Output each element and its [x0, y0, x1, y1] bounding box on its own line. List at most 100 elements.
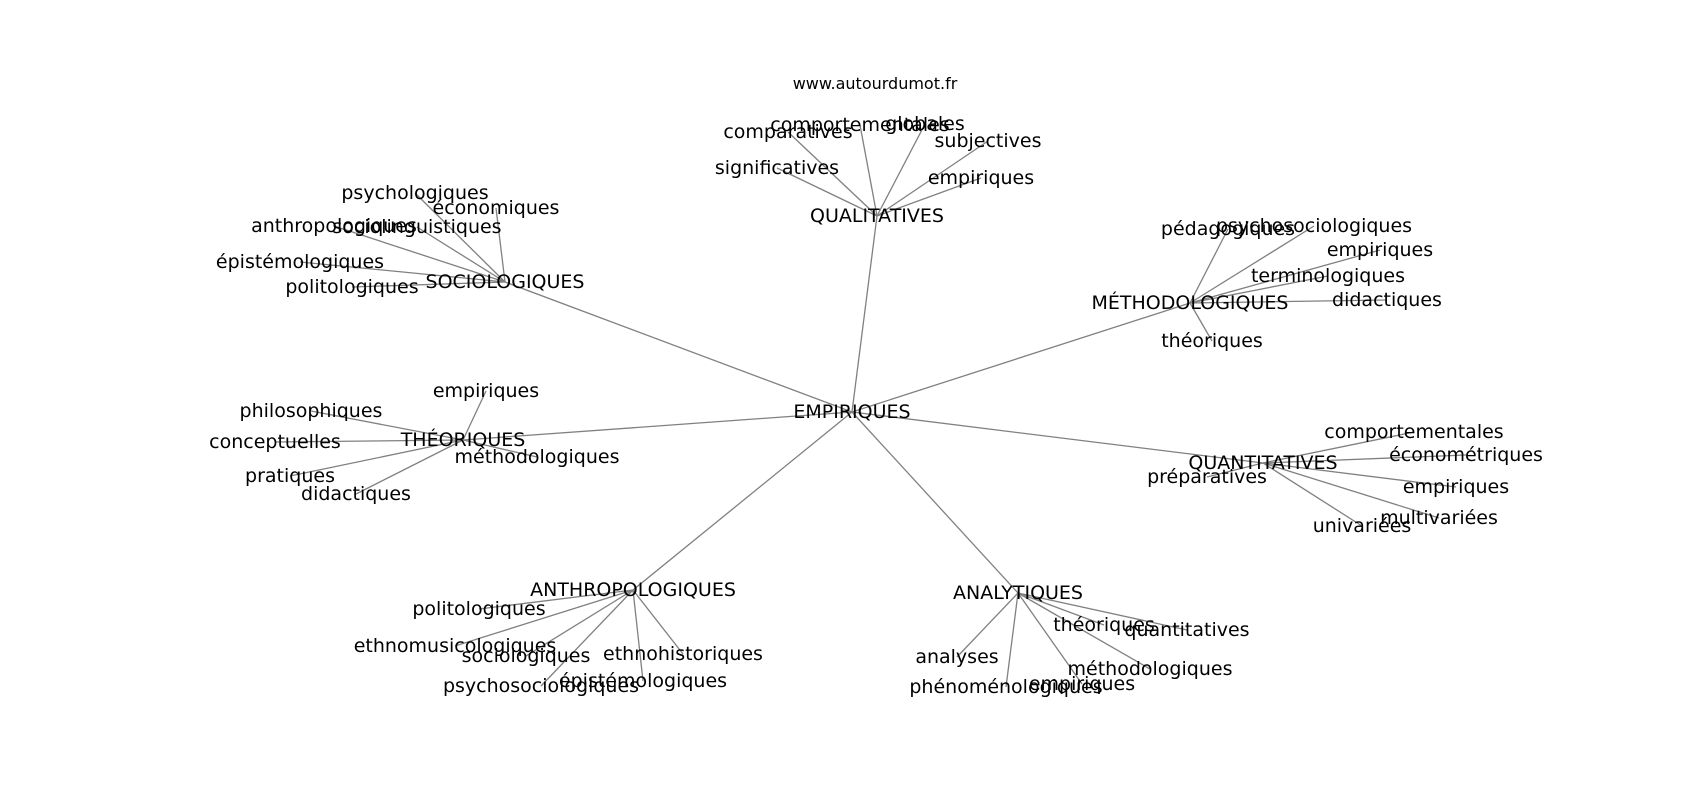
- edge-hub-to-leaf: [540, 589, 634, 687]
- leaf-node-label: économétriques: [1389, 444, 1543, 466]
- edge-hub-to-leaf: [333, 225, 506, 283]
- leaf-node-label: psychosociologiques: [443, 675, 639, 697]
- edge-hub-to-leaf: [632, 589, 684, 655]
- hub-node-label: MÉTHODOLOGIQUES: [1092, 291, 1289, 314]
- edge-hub-to-leaf: [859, 124, 878, 217]
- leaf-node-label: méthodologiques: [1068, 658, 1233, 680]
- edge-hub-to-leaf: [1189, 228, 1229, 304]
- hub-node-label: SOCIOLOGIQUES: [426, 271, 585, 293]
- edge-hub-to-leaf: [876, 177, 982, 217]
- watermark: www.autourdumot.fr: [792, 74, 958, 93]
- edge-hub-to-leaf: [355, 439, 464, 495]
- leaf-node-label: terminologiques: [1251, 265, 1405, 287]
- leaf-node-label: comparatives: [723, 121, 852, 143]
- edge-hub-to-leaf: [310, 410, 464, 441]
- leaf-node-label: sociolinguistiques: [332, 216, 501, 238]
- leaf-node-label: conceptuelles: [209, 431, 341, 453]
- leaf-node-label: didactiques: [1332, 289, 1442, 311]
- edge-hub-to-leaf: [462, 390, 487, 441]
- leaf-node-label: psychologiques: [341, 182, 488, 204]
- leaf-node-label: économiques: [433, 197, 560, 219]
- leaf-node-label: subjectives: [935, 130, 1042, 152]
- hub-node-label: ANALYTIQUES: [953, 582, 1083, 604]
- leaf-node-label: philosophiques: [240, 400, 383, 422]
- edge-hub-to-leaf: [299, 261, 506, 283]
- hub-node-label: THÉORIQUES: [400, 428, 526, 451]
- leaf-node-label: pédagogiques: [1161, 218, 1295, 240]
- edge-hub-to-leaf: [495, 207, 506, 283]
- edge-hub-to-leaf: [462, 439, 538, 458]
- edge-hub-to-leaf: [632, 589, 644, 682]
- leaf-node-label: significatives: [715, 157, 839, 179]
- hub-node-label: QUANTITATIVES: [1188, 452, 1337, 474]
- edge-hub-to-leaf: [1206, 462, 1264, 478]
- edges-layer: [274, 123, 1467, 688]
- leaf-node-label: phénoménologiques: [909, 676, 1102, 698]
- edge-root-to-hub: [851, 411, 1019, 594]
- leaf-node-label: globales: [885, 113, 965, 135]
- leaf-node-label: empiriques: [433, 380, 539, 402]
- leaf-node-label: comportementales: [770, 114, 949, 136]
- hub-node-label: QUALITATIVES: [810, 205, 944, 227]
- edge-hub-to-leaf: [1005, 592, 1019, 688]
- edge-root-to-hub: [851, 215, 878, 413]
- edge-hub-to-leaf: [1262, 431, 1415, 464]
- leaf-node-label: théoriques: [1161, 330, 1263, 352]
- edge-hub-to-leaf: [1189, 225, 1315, 304]
- edge-hub-to-leaf: [1189, 299, 1388, 304]
- leaf-node-label: anthropologiques: [251, 215, 417, 237]
- leaf-node-label: pratiques: [245, 465, 335, 487]
- edge-root-to-hub: [851, 302, 1191, 413]
- edge-hub-to-leaf: [1017, 592, 1083, 685]
- edge-hub-to-leaf: [1189, 275, 1329, 304]
- leaf-node-label: politologiques: [412, 598, 545, 620]
- edge-root-to-hub: [462, 411, 853, 441]
- edge-hub-to-leaf: [1262, 462, 1457, 488]
- leaf-node-label: méthodologiques: [455, 446, 620, 468]
- edge-hub-to-leaf: [1262, 462, 1440, 519]
- edge-hub-to-leaf: [274, 439, 464, 443]
- leaf-node-label: comportementales: [1324, 421, 1503, 443]
- edge-hub-to-leaf: [876, 123, 926, 217]
- edge-root-to-hub: [504, 281, 853, 413]
- leaf-node-label: sociologiques: [462, 645, 591, 667]
- edge-hub-to-leaf: [1017, 592, 1105, 626]
- hub-node-label: ANTHROPOLOGIQUES: [530, 579, 736, 601]
- edge-hub-to-leaf: [454, 589, 634, 647]
- edge-hub-to-leaf: [1262, 462, 1363, 527]
- edge-hub-to-leaf: [1017, 592, 1151, 670]
- leaf-node-label: épistémologiques: [559, 670, 727, 692]
- root-node-label: EMPIRIQUES: [793, 401, 910, 423]
- edge-root-to-hub: [632, 411, 853, 591]
- leaf-node-label: empiriques: [1029, 673, 1135, 695]
- edge-hub-to-leaf: [1189, 302, 1213, 342]
- edge-hub-to-leaf: [351, 281, 506, 288]
- edge-hub-to-leaf: [1262, 454, 1467, 464]
- edge-hub-to-leaf: [1189, 249, 1381, 304]
- leaf-node-label: multivariées: [1380, 507, 1498, 529]
- leaf-node-label: univariées: [1313, 515, 1412, 537]
- edge-hub-to-leaf: [876, 140, 989, 217]
- leaf-node-label: empiriques: [1403, 476, 1509, 498]
- leaf-node-label: empiriques: [1327, 239, 1433, 261]
- leaf-node-label: psychosociologiques: [1216, 215, 1412, 237]
- edge-hub-to-leaf: [787, 131, 878, 217]
- leaf-node-label: didactiques: [301, 483, 411, 505]
- leaf-node-label: politologiques: [285, 276, 418, 298]
- leaf-node-label: ethnohistoriques: [603, 643, 763, 665]
- leaf-node-label: analyses: [915, 646, 998, 668]
- edge-hub-to-leaf: [956, 592, 1019, 658]
- leaf-node-label: quantitatives: [1124, 619, 1249, 641]
- edge-hub-to-leaf: [416, 226, 506, 283]
- edge-hub-to-leaf: [525, 589, 634, 657]
- edge-root-to-hub: [851, 411, 1264, 464]
- edge-hub-to-leaf: [414, 192, 506, 283]
- leaf-node-label: théoriques: [1053, 614, 1155, 636]
- edge-hub-to-leaf: [1017, 592, 1188, 631]
- leaf-node-label: ethnomusicologiques: [354, 635, 557, 657]
- labels-layer: EMPIRIQUESQUALITATIVEScomparativescompor…: [209, 113, 1543, 698]
- edge-hub-to-leaf: [478, 589, 634, 610]
- leaf-node-label: épistémologiques: [216, 251, 384, 273]
